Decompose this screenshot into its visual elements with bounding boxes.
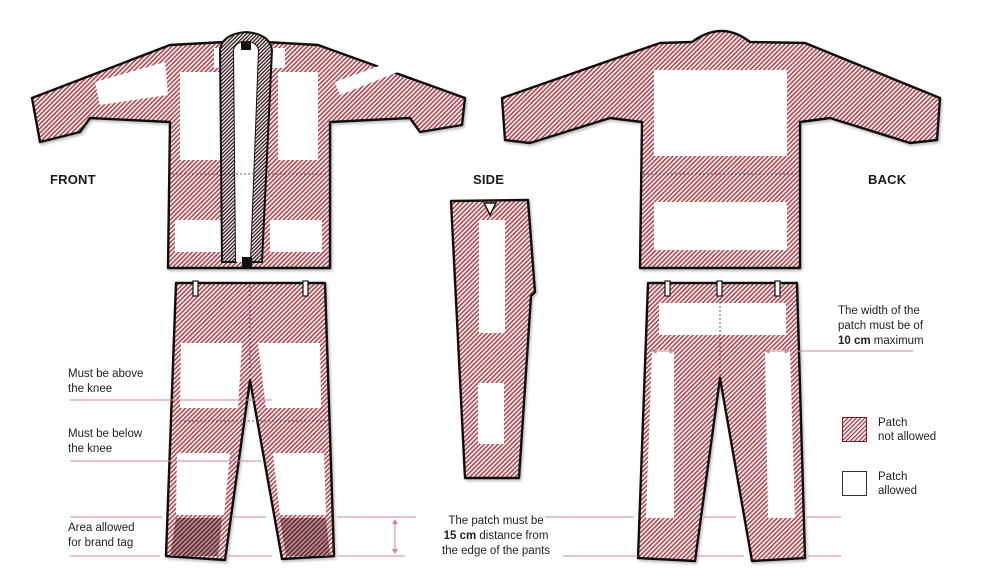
note-line: for brand tag xyxy=(68,537,134,549)
view-label-front: FRONT xyxy=(50,172,96,187)
legend-label: Patch allowed xyxy=(878,470,917,498)
blank-swatch-icon xyxy=(842,471,867,496)
view-label-back: BACK xyxy=(868,172,907,187)
note-line: patch must be of xyxy=(838,320,924,332)
note-rest: maximum xyxy=(870,335,924,347)
note-line: the edge of the pants xyxy=(441,545,551,557)
guide-lines xyxy=(70,350,913,557)
note-edge-distance: The patch must be 15 cm distance from th… xyxy=(420,514,572,559)
back-pants-allowed-left xyxy=(646,350,674,518)
note-line: The width of the xyxy=(838,305,920,317)
legend-label: Patch not allowed xyxy=(878,416,936,444)
note-above-knee: Must be above the knee xyxy=(68,367,143,397)
back-allowed-upper xyxy=(654,70,787,156)
view-label-side: SIDE xyxy=(473,172,505,187)
back-pants-allowed-waist xyxy=(659,303,786,335)
note-line: the knee xyxy=(68,383,113,395)
side-pants xyxy=(449,198,537,480)
note-line: Must be below xyxy=(68,428,143,440)
note-line: Must be above xyxy=(68,368,144,380)
note-line: Area allowed xyxy=(68,522,135,534)
back-pants-allowed-right xyxy=(765,350,795,518)
note-below-knee: Must be below the knee xyxy=(68,427,142,457)
note-bold: 10 cm xyxy=(838,335,871,347)
note-patch-width: The width of the patch must be of 10 cm … xyxy=(838,304,924,349)
note-brand-tag: Area allowed for brand tag xyxy=(68,521,134,551)
hatched-swatch-icon xyxy=(842,417,867,442)
side-allowed-upper xyxy=(479,220,505,333)
note-line: The patch must be xyxy=(448,515,544,527)
legend-line: Patch xyxy=(878,417,908,429)
legend-item-not-allowed: Patch not allowed xyxy=(842,416,936,444)
width-arrows xyxy=(650,348,791,354)
back-allowed-lower xyxy=(654,202,787,250)
side-allowed-lower xyxy=(478,383,504,444)
note-bold: 15 cm xyxy=(443,530,477,542)
front-pants-brand-tag-areas xyxy=(170,518,330,556)
legend-line: Patch xyxy=(878,471,908,483)
lapel-end xyxy=(242,257,252,269)
front-jacket-allowed-areas xyxy=(95,48,398,252)
note-line: 10 cm maximum xyxy=(838,334,924,349)
note-rest: distance from xyxy=(476,530,549,542)
note-line: 15 cm distance from xyxy=(420,529,572,544)
collar-tag xyxy=(241,41,251,50)
front-pants-allowed-areas xyxy=(176,343,326,515)
legend-line: allowed xyxy=(878,485,917,497)
note-line: the knee xyxy=(68,443,113,455)
back-pants xyxy=(636,281,807,563)
legend-line: not allowed xyxy=(878,431,937,443)
legend-item-allowed: Patch allowed xyxy=(842,470,917,498)
